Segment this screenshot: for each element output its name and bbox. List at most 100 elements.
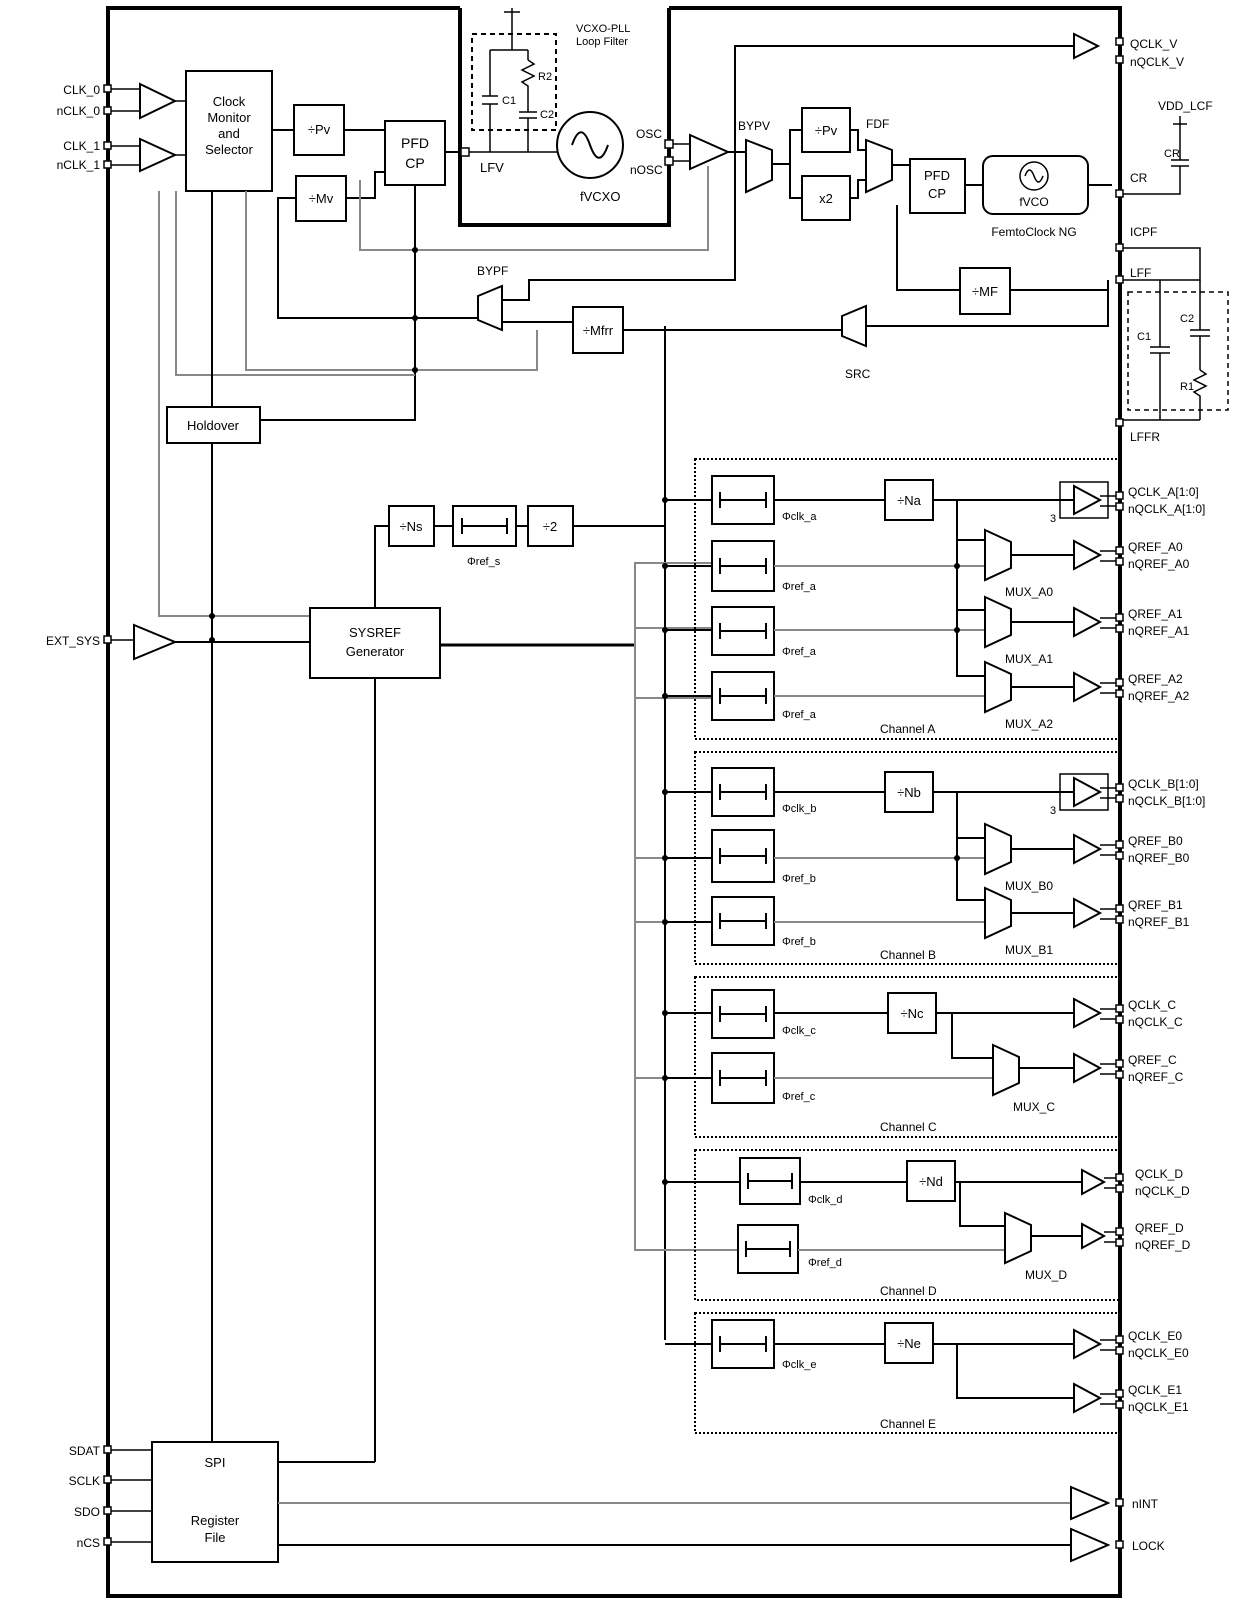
multi-output-mark: 3 [1050,513,1056,525]
bypf-mux: BYPF [477,264,508,332]
svg-text:SRC: SRC [845,367,871,381]
mux-label: MUX_A1 [1005,652,1053,666]
src-mux: SRC [841,304,871,381]
output-pin-label: nQCLK_C [1128,1015,1183,1029]
output-pin-label: nQCLK_A[1:0] [1128,502,1205,516]
svg-text:BYPF: BYPF [477,264,508,278]
output-pin-label: nQREF_A1 [1128,624,1190,638]
svg-text:ICPF: ICPF [1130,225,1157,239]
channel-a: Φclk_a÷NaΦref_aΦref_aΦref_aMUX_A0MUX_A1M… [662,458,1205,740]
svg-text:C1: C1 [1137,331,1151,343]
output-pin-label: QREF_C [1128,1053,1177,1067]
output-pin-label: nQREF_B0 [1128,851,1190,865]
phi-ref-label: Φref_b [782,936,816,948]
svg-text:R2: R2 [538,71,552,83]
x2-block: x2 [801,175,851,221]
svg-text:and: and [218,126,240,141]
channel-b: Φclk_b÷NbΦref_bΦref_bMUX_B0MUX_B13QCLK_B… [662,751,1205,965]
phi-ref-label: Φref_d [808,1257,842,1269]
femtoclock-vco: fVCO FemtoClock NG [982,155,1089,239]
channel-label: Channel B [880,948,936,962]
pin-lock: LOCK [1132,1539,1165,1553]
svg-text:÷2: ÷2 [543,519,557,534]
output-pin-label: nQREF_A2 [1128,689,1190,703]
pin-ncs: nCS [77,1536,100,1550]
svg-text:Holdover: Holdover [187,418,240,433]
chip-outline [106,6,1122,1598]
sysref-path: ÷Ns Φref_s ÷2 SYSREF Generator [175,191,738,1463]
pin-sdat: SDAT [69,1444,101,1458]
svg-text:Generator: Generator [346,644,405,659]
svg-text:CP: CP [928,186,946,201]
svg-text:÷Mv: ÷Mv [309,191,334,206]
channel-label: Channel D [880,1284,937,1298]
svg-text:C2: C2 [1180,313,1194,325]
junction-dots [209,247,418,643]
output-pin-label: QCLK_E1 [1128,1383,1182,1397]
right-top-pins: QCLK_V nQCLK_V VDD_LCF CR CR ICPF LFF LF… [1073,32,1229,444]
multi-output-mark: 3 [1050,805,1056,817]
svg-text:Monitor: Monitor [207,110,251,125]
phi-clk-label: Φclk_b [782,803,816,815]
svg-text:FDF: FDF [866,117,889,131]
svg-text:C1: C1 [502,95,516,107]
svg-text:QCLK_V: QCLK_V [1130,37,1177,51]
mux-label: MUX_A0 [1005,585,1053,599]
svg-text:Register: Register [191,1513,240,1528]
output-pin-label: QCLK_C [1128,998,1176,1012]
pin-ext-sys: EXT_SYS [46,634,100,648]
clock-monitor-block: Clock Monitor and Selector [185,70,273,192]
output-pin-label: QCLK_E0 [1128,1329,1182,1343]
svg-text:CR: CR [1130,171,1148,185]
pin-nint: nINT [1132,1497,1159,1511]
pin-clk1: CLK_1 [63,139,100,153]
svg-text:PFD: PFD [924,168,950,183]
feedback-gray-wiring [158,166,709,617]
output-pin-label: QREF_A2 [1128,672,1183,686]
svg-text:PFD: PFD [401,135,429,151]
divider-label: ÷Na [897,493,922,508]
svg-text:BYPV: BYPV [738,119,770,133]
output-pin-label: nQCLK_B[1:0] [1128,794,1205,808]
divider-label: ÷Nc [900,1006,924,1021]
output-pin-label: nQREF_D [1135,1238,1191,1252]
output-pin-label: nQREF_C [1128,1070,1184,1084]
svg-text:SPI: SPI [205,1455,226,1470]
output-pin-label: QCLK_A[1:0] [1128,485,1199,499]
mux-label: MUX_A2 [1005,717,1053,731]
output-channels: Φclk_a÷NaΦref_aΦref_aΦref_aMUX_A0MUX_A1M… [662,458,1205,1434]
mux-label: MUX_B0 [1005,879,1053,893]
svg-text:FemtoClock NG: FemtoClock NG [991,225,1076,239]
channel-label: Channel C [880,1120,937,1134]
pfd-cp-1: PFD CP [384,120,446,186]
svg-text:LFF: LFF [1130,266,1151,280]
svg-text:fVCXO: fVCXO [580,189,620,204]
svg-text:CP: CP [405,155,424,171]
phi-ref-label: Φref_a [782,709,817,721]
fdf-mux: FDF [865,117,893,194]
divider-label: ÷Nd [919,1174,943,1189]
svg-text:÷Pv: ÷Pv [815,123,838,138]
svg-text:VDD_LCF: VDD_LCF [1158,99,1213,113]
phi-clk-label: Φclk_a [782,511,817,523]
div-mv: ÷Mv [295,175,347,222]
left-pins: CLK_0 nCLK_0 CLK_1 nCLK_1 EXT_SYS SDAT S… [46,83,112,1550]
pfd-cp-2: PFD CP [909,158,966,214]
svg-text:C2: C2 [540,109,554,121]
pin-nclk1: nCLK_1 [57,158,101,172]
output-pin-label: nQCLK_D [1135,1184,1190,1198]
channel-c: Φclk_c÷NcΦref_cMUX_CQCLK_CnQCLK_CQREF_Cn… [662,976,1184,1138]
vcxo-oscillator: LFV fVCXO OSC nOSC [460,111,731,204]
output-pin-label: QCLK_B[1:0] [1128,777,1199,791]
mux-label: MUX_B1 [1005,943,1053,957]
svg-text:Φref_s: Φref_s [467,556,501,568]
channel-label: Channel E [880,1417,936,1431]
svg-text:File: File [205,1530,226,1545]
bypv-mux: BYPV [738,119,773,194]
svg-text:Selector: Selector [205,142,253,157]
output-pin-label: QREF_D [1135,1221,1184,1235]
div-pv: ÷Pv [293,104,345,156]
divider-label: ÷Ne [897,1336,921,1351]
